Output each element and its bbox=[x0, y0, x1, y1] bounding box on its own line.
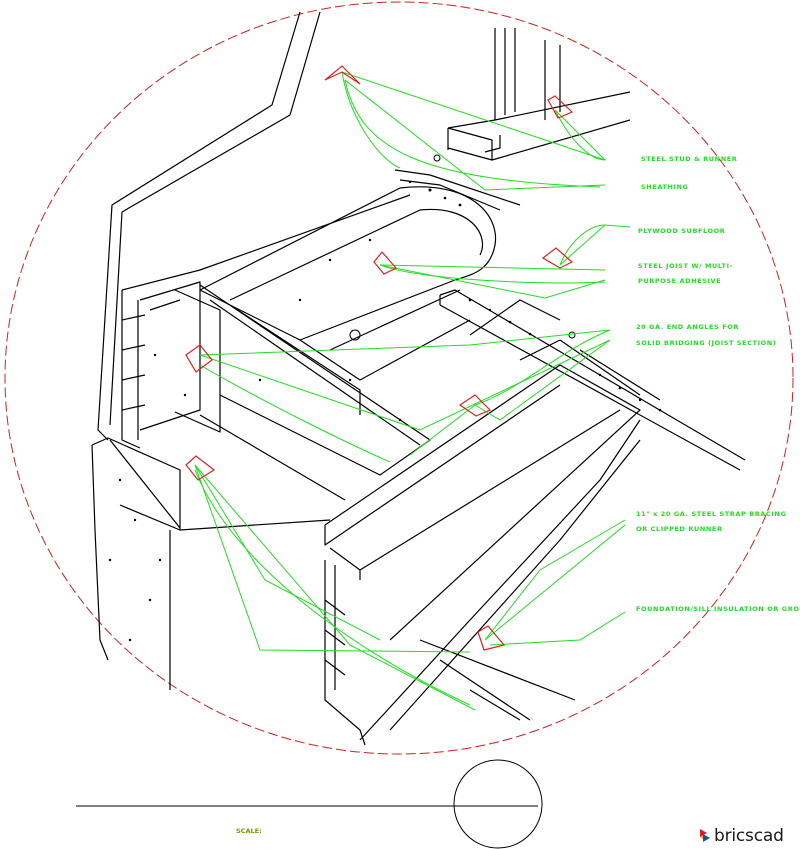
arrow-end-angles-2 bbox=[458, 394, 492, 417]
brand-watermark: bricscad bbox=[700, 826, 784, 846]
label-end-angles-2: SOLID BRIDGING (JOIST SECTION) bbox=[636, 339, 776, 347]
bricscad-logo-icon bbox=[700, 829, 710, 842]
label-sheathing: SHEATHING bbox=[641, 183, 689, 191]
arrow-joist bbox=[373, 251, 397, 275]
leader-lines bbox=[194, 71, 631, 711]
callout-labels: STEEL STUD & RUNNER SHEATHING PLYWOOD SU… bbox=[636, 155, 800, 613]
label-steel-stud-runner: STEEL STUD & RUNNER bbox=[641, 155, 737, 163]
title-block: SCALE: bbox=[76, 759, 543, 849]
label-steel-joist-2: PURPOSE ADHESIVE bbox=[638, 277, 721, 285]
arrow-foundation bbox=[477, 625, 506, 651]
material-hatching bbox=[108, 154, 662, 642]
detail-number-bubble bbox=[453, 759, 543, 849]
arrow-steel-stud bbox=[324, 65, 361, 85]
label-foundation: FOUNDATION/SILL INSULATION OR GROUT bbox=[636, 605, 800, 613]
label-strap-bracing-1: 11" x 20 GA. STEEL STRAP BRACING bbox=[636, 510, 786, 518]
arrow-stud-runner bbox=[547, 95, 574, 119]
label-strap-bracing-2: OR CLIPPED RUNNER bbox=[636, 525, 723, 533]
leader-arrowheads bbox=[185, 65, 574, 651]
brand-name: bricscad bbox=[714, 826, 784, 846]
arrow-strap-bracing bbox=[185, 455, 216, 481]
label-end-angles-1: 20 GA. END ANGLES FOR bbox=[636, 323, 739, 331]
detail-boundary-circle bbox=[4, 1, 794, 755]
scale-label: SCALE: bbox=[236, 827, 262, 835]
label-plywood-subfloor: PLYWOOD SUBFLOOR bbox=[638, 227, 725, 235]
arrow-end-angles-1 bbox=[185, 344, 213, 373]
construction-linework bbox=[91, 11, 746, 746]
label-steel-joist-1: STEEL JOIST W/ MULTI- bbox=[638, 262, 733, 270]
arrow-plywood bbox=[541, 247, 574, 269]
